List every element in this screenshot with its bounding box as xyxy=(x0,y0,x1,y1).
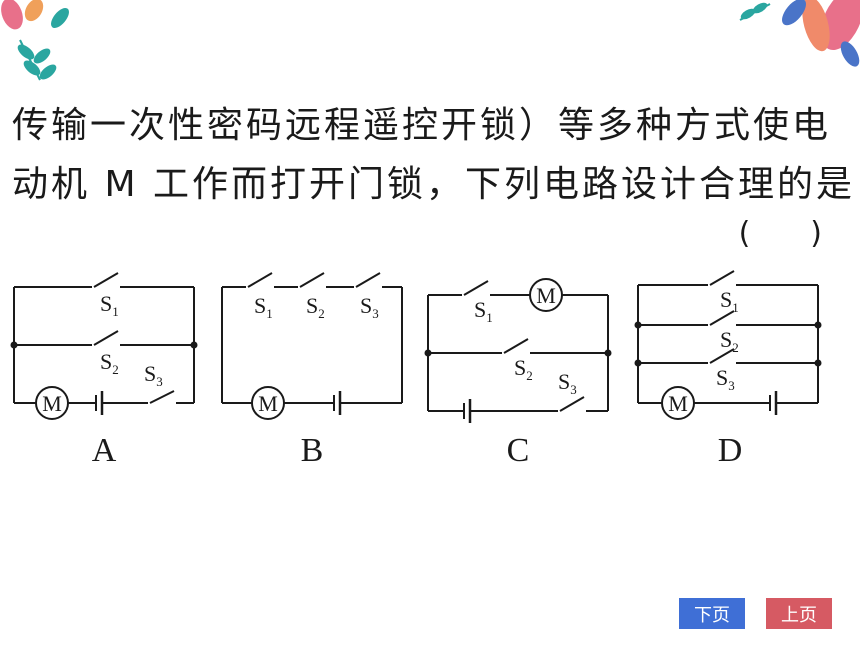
motor-label: M xyxy=(42,391,62,416)
switch-label-s2: S2 xyxy=(306,293,325,321)
switch-s2 xyxy=(93,330,119,346)
option-label-b: B xyxy=(301,432,324,469)
question-text-line-1: 传输一次性密码远程遥控开锁）等多种方式使电 xyxy=(12,105,832,146)
switch-s3 xyxy=(709,348,735,364)
leaf-icon xyxy=(1,0,69,81)
question-text-line-2: 动机 M 工作而打开门锁，下列电路设计合理的是 xyxy=(12,164,855,205)
switch-s2 xyxy=(709,310,735,326)
circuit-a xyxy=(10,272,198,420)
switch-s1 xyxy=(247,272,273,288)
motor-label: M xyxy=(536,283,556,308)
switch-label-s2: S2 xyxy=(720,327,739,355)
switch-label-s1: S1 xyxy=(720,287,739,315)
switch-label-s3: S3 xyxy=(144,361,163,389)
option-label-a: A xyxy=(92,432,117,469)
switch-s2 xyxy=(503,338,529,354)
circuit-c xyxy=(424,278,612,423)
circuit-diagrams: M M M M S1 S2 S3 S1 S2 S3 S1 S2 S3 S1 S2… xyxy=(10,270,822,469)
switch-s1 xyxy=(709,270,735,286)
next-page-button[interactable]: 下页 xyxy=(679,598,745,629)
motor-label: M xyxy=(258,391,278,416)
circuit-d xyxy=(634,270,822,420)
switch-label-s2: S2 xyxy=(514,355,533,383)
switch-label-s3: S3 xyxy=(558,369,577,397)
answer-blank: ( ) xyxy=(738,216,822,251)
switch-label-s2: S2 xyxy=(100,349,119,377)
option-label-d: D xyxy=(718,432,743,469)
switch-label-s1: S1 xyxy=(100,291,119,319)
previous-page-button[interactable]: 上页 xyxy=(766,598,832,629)
circuit-b xyxy=(221,272,403,420)
switch-label-s3: S3 xyxy=(360,293,379,321)
switch-label-s1: S1 xyxy=(254,293,273,321)
top-left-floral-decoration xyxy=(1,0,69,81)
option-label-c: C xyxy=(507,432,530,469)
switch-s2 xyxy=(299,272,325,288)
motor-label: M xyxy=(668,391,688,416)
leaf-icon xyxy=(739,0,860,67)
switch-s3 xyxy=(355,272,381,288)
top-right-floral-decoration xyxy=(739,0,860,67)
switch-s3 xyxy=(149,390,175,404)
switch-s3 xyxy=(559,396,585,412)
switch-s1 xyxy=(463,280,489,296)
switch-s1 xyxy=(93,272,119,288)
switch-label-s1: S1 xyxy=(474,297,493,325)
switch-label-s3: S3 xyxy=(716,365,735,393)
